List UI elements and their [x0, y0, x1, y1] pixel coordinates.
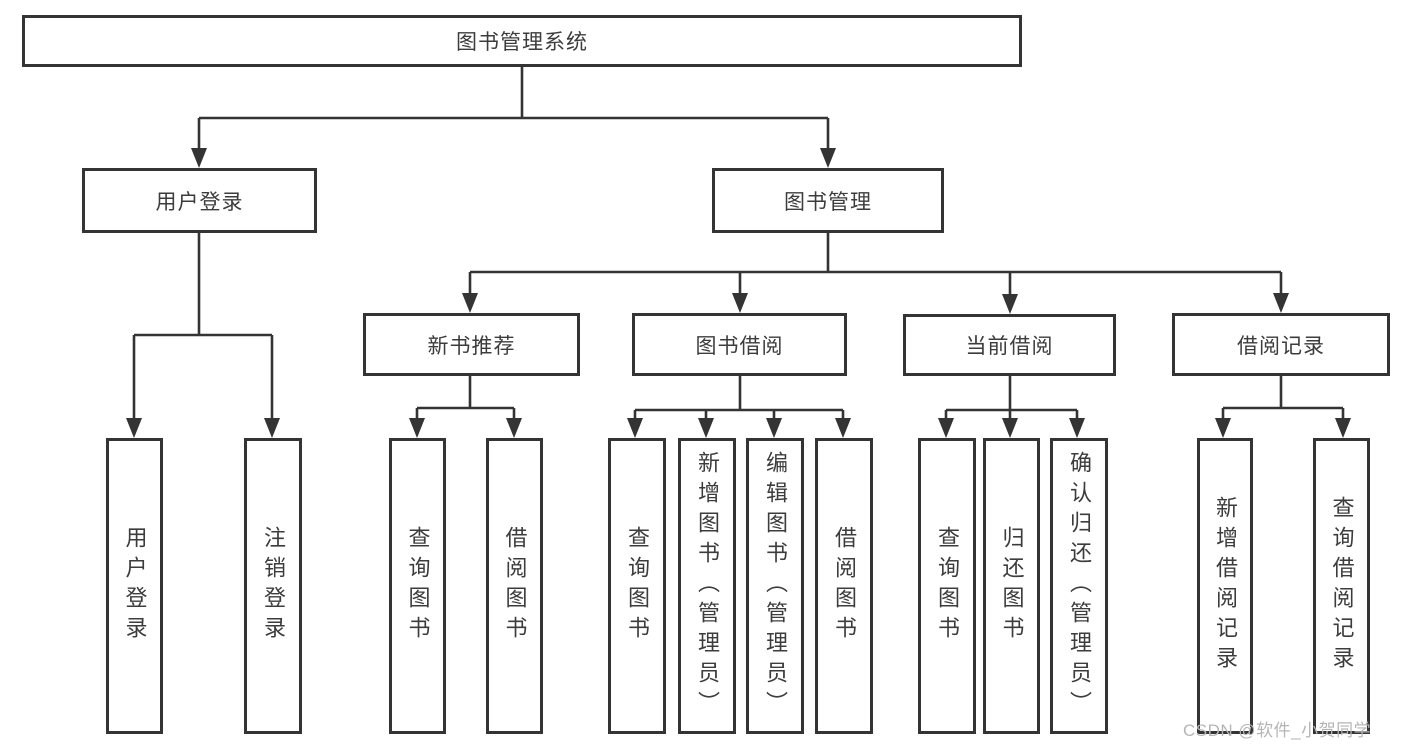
leaf-user-login: 用户登录 — [106, 438, 163, 734]
leaf-label: 借阅图书 — [832, 526, 857, 646]
node-borrowing-records: 借阅记录 — [1172, 313, 1390, 376]
leaf-label: 确认归还（管理员） — [1067, 451, 1092, 721]
leaf-return-books: 归还图书 — [983, 438, 1040, 734]
node-book-management: 图书管理 — [712, 168, 944, 233]
leaf-label: 用户登录 — [122, 526, 148, 646]
leaf-label: 查询图书 — [625, 526, 650, 646]
node-library-system: 图书管理系统 — [22, 15, 1022, 67]
node-current-borrowing: 当前借阅 — [903, 314, 1116, 376]
node-label: 图书管理 — [784, 190, 872, 214]
node-new-book-recommend: 新书推荐 — [363, 313, 580, 376]
leaf-add-book-admin: 新增图书（管理员） — [678, 438, 736, 734]
watermark: CSDN @软件_小贺同学 — [1183, 721, 1372, 740]
leaf-label: 编辑图书（管理员） — [763, 451, 788, 721]
leaf-query-books: 查询图书 — [918, 438, 976, 734]
leaf-confirm-return-admin: 确认归还（管理员） — [1050, 438, 1108, 734]
node-label: 借阅记录 — [1237, 334, 1325, 358]
node-label: 图书管理系统 — [456, 31, 588, 54]
leaf-label: 注销登录 — [261, 526, 286, 646]
leaf-query-borrow-record: 查询借阅记录 — [1313, 438, 1370, 734]
leaf-edit-book-admin: 编辑图书（管理员） — [746, 438, 804, 734]
leaf-label: 归还图书 — [999, 526, 1025, 646]
leaf-logout: 注销登录 — [244, 438, 302, 734]
node-label: 图书借阅 — [695, 334, 784, 358]
node-label: 新书推荐 — [427, 334, 516, 358]
leaf-borrow-books: 借阅图书 — [486, 438, 543, 734]
leaf-label: 查询图书 — [935, 526, 960, 646]
leaf-label: 借阅图书 — [502, 526, 528, 646]
node-user-login: 用户登录 — [82, 168, 317, 233]
node-book-borrowing: 图书借阅 — [632, 313, 847, 376]
leaf-label: 查询借阅记录 — [1329, 496, 1355, 676]
leaf-add-borrow-record: 新增借阅记录 — [1197, 438, 1253, 734]
leaf-label: 新增图书（管理员） — [695, 451, 720, 721]
leaf-borrow-books: 借阅图书 — [815, 438, 873, 734]
node-label: 当前借阅 — [965, 335, 1054, 358]
node-label: 用户登录 — [155, 190, 244, 214]
leaf-label: 查询图书 — [405, 526, 431, 646]
leaf-label: 新增借阅记录 — [1213, 496, 1238, 676]
leaf-query-books: 查询图书 — [389, 438, 446, 734]
leaf-query-books: 查询图书 — [608, 438, 666, 734]
